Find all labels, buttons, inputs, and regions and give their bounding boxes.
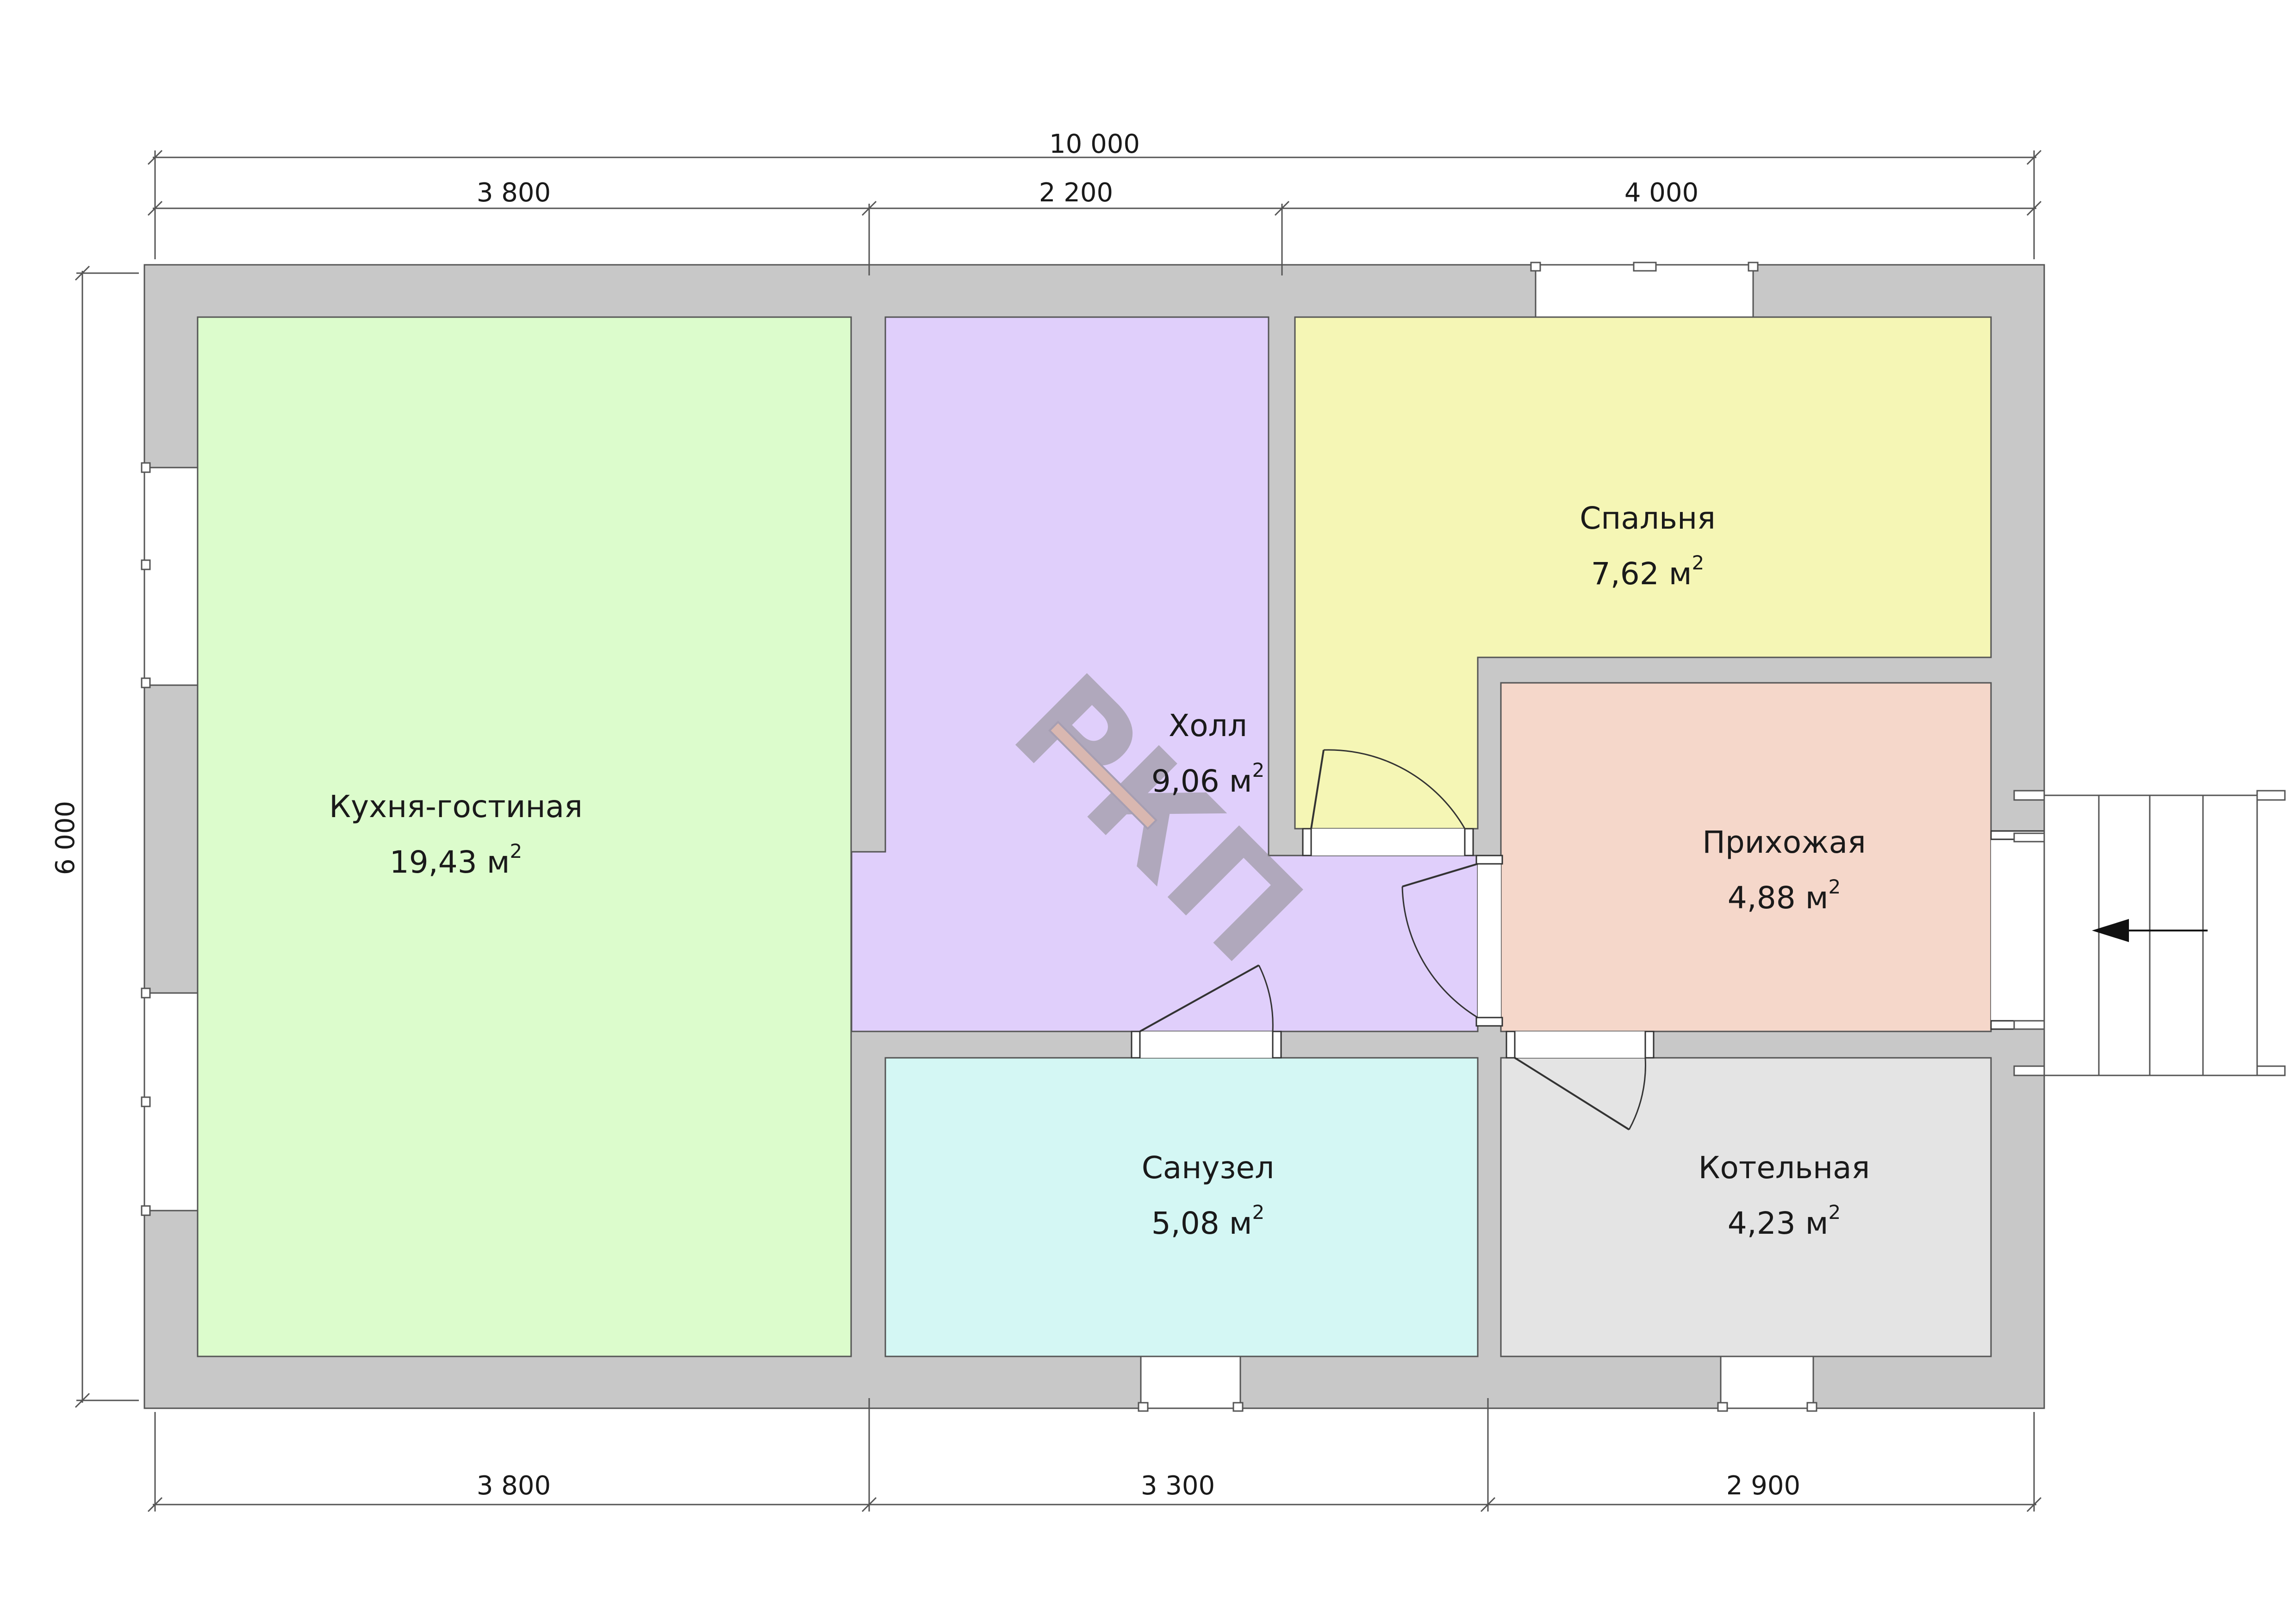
window-left-top xyxy=(143,467,199,686)
windows xyxy=(141,262,1817,1412)
room-kitchen xyxy=(197,316,852,1357)
bedroom-area: 7,62 м2 xyxy=(1591,551,1704,592)
doors xyxy=(1131,749,2045,1131)
dim-top-2: 2 200 xyxy=(1039,178,1113,208)
door-leaf-bathroom xyxy=(1139,964,1259,1032)
door-leaf-bedroom xyxy=(1310,750,1325,829)
window-bottom-bathroom xyxy=(1140,1355,1241,1409)
room-bedroom xyxy=(1294,316,1992,830)
room-bathroom xyxy=(884,1057,1479,1357)
bedroom-area-value: 7,62 м xyxy=(1591,556,1692,592)
entrance-name: Прихожая xyxy=(1702,824,1866,860)
dim-bottom-1: 3 800 xyxy=(477,1471,551,1501)
kitchen-name: Кухня-гостиная xyxy=(329,789,583,824)
hall-area: 9,06 м2 xyxy=(1151,759,1264,799)
bathroom-area: 5,08 м2 xyxy=(1151,1201,1264,1241)
kitchen-area: 19,43 м2 xyxy=(390,840,522,880)
dim-bottom-3: 2 900 xyxy=(1726,1471,1800,1501)
window-left-bottom xyxy=(143,992,199,1212)
boiler-area: 4,23 м2 xyxy=(1728,1201,1841,1241)
entry-arrow-icon xyxy=(2092,919,2129,942)
porch-steps xyxy=(2013,790,2286,1076)
bedroom-name: Спальня xyxy=(1580,500,1716,536)
hall-area-value: 9,06 м xyxy=(1151,763,1252,799)
room-labels: Кухня-гостиная 19,43 м2 Холл 9,06 м2 Спа… xyxy=(329,500,1870,1241)
dim-top-3: 4 000 xyxy=(1624,178,1699,208)
window-top-bedroom xyxy=(1535,264,1754,318)
dim-total-width: 10 000 xyxy=(1049,129,1140,159)
bathroom-area-value: 5,08 м xyxy=(1151,1206,1252,1241)
entrance-area: 4,88 м2 xyxy=(1728,875,1841,916)
bathroom-name: Санузел xyxy=(1142,1150,1275,1186)
boiler-name: Котельная xyxy=(1699,1150,1870,1186)
room-entrance xyxy=(1500,682,1992,1032)
room-hall xyxy=(851,316,1479,1032)
entrance-area-value: 4,88 м xyxy=(1728,880,1829,916)
dim-bottom-2: 3 300 xyxy=(1141,1471,1215,1501)
door-leaf-entrance xyxy=(1402,863,1478,887)
dim-top-1: 3 800 xyxy=(477,178,551,208)
room-boiler xyxy=(1500,1057,1992,1357)
dim-height: 6 000 xyxy=(50,801,81,875)
watermark-hammer-icon xyxy=(1048,720,1158,830)
dimension-lines: 10 000 3 800 2 200 4 000 3 800 3 300 2 9… xyxy=(50,129,2042,1512)
boiler-area-value: 4,23 м xyxy=(1728,1206,1829,1241)
kitchen-area-value: 19,43 м xyxy=(390,844,510,880)
door-leaf-boiler xyxy=(1514,1057,1630,1131)
hall-name: Холл xyxy=(1169,708,1247,743)
window-bottom-boiler xyxy=(1720,1355,1814,1409)
